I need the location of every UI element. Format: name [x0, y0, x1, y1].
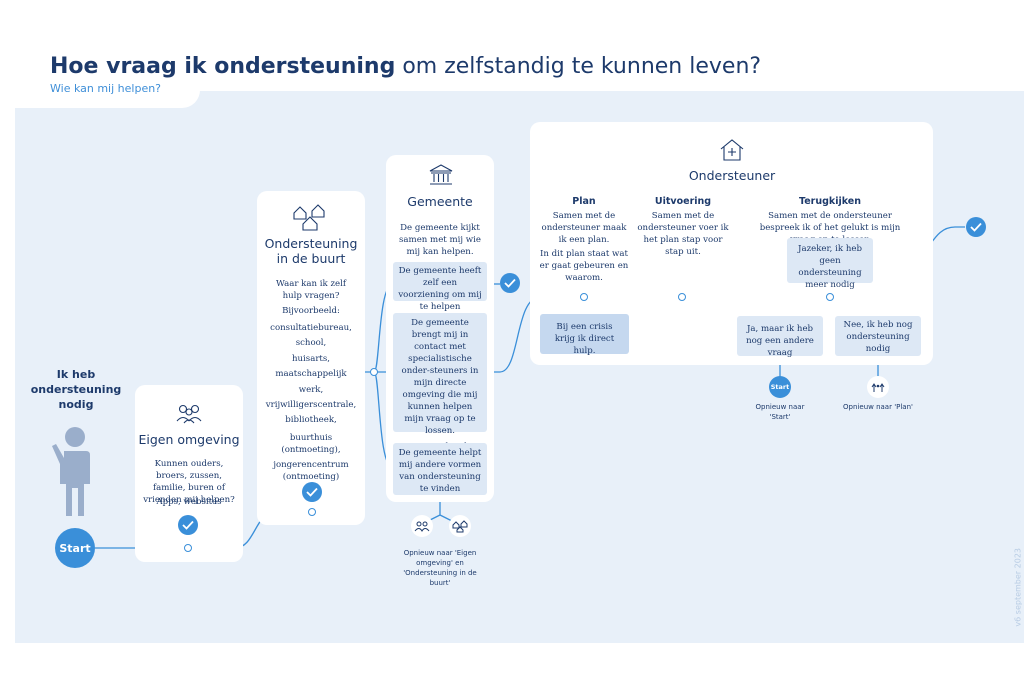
uitvoering-title: Uitvoering [654, 196, 712, 207]
check-icon [302, 482, 322, 502]
flow-node [580, 293, 588, 301]
building-icon [429, 164, 453, 185]
option-text: Jazeker, ik heb geen ondersteuning meer … [798, 244, 862, 290]
buurt-list-item: buurthuis (ontmoeting), [281, 432, 341, 455]
again-plan-caption: Opnieuw naar 'Plan' [843, 403, 913, 411]
houses-icon [449, 515, 471, 537]
flow-node [826, 293, 834, 301]
people-icon [176, 404, 202, 424]
option-nee: Nee, ik heb nog ondersteuning nodig [835, 316, 921, 356]
again-start-caption: Opnieuw naar 'Start' [755, 403, 805, 421]
start-heading: Ik heb ondersteuning nodig [30, 368, 122, 411]
flow-node [678, 293, 686, 301]
check-icon [178, 515, 198, 535]
gemeente-intro: De gemeente kijkt samen met mij wie mij … [399, 223, 481, 257]
gemeente-title: Gemeente [407, 194, 473, 209]
gemeente-option-text: De gemeente heeft zelf een voorziening o… [398, 266, 482, 312]
check-icon [966, 217, 986, 237]
option-text: Bij een crisis krijg ik direct hulp. [554, 322, 615, 356]
plan-title: Plan [572, 196, 596, 207]
buurt-list-item: bibliotheek, [285, 415, 337, 426]
restart-button[interactable]: Start [769, 376, 791, 398]
buurt-list-item: consultatiebureau, [270, 323, 352, 333]
buurt-list: consultatiebureau, school, huisarts, maa… [262, 321, 360, 483]
start-button[interactable]: Start [55, 528, 95, 568]
houses-icon [293, 204, 325, 231]
gemeente-option-andere: De gemeente helpt mij andere vormen van … [393, 443, 487, 495]
plan-text-2: In dit plan staat wat er gaat gebeuren e… [539, 249, 629, 283]
terugkijken-title: Terugkijken [798, 196, 861, 207]
ondersteuner-title: Ondersteuner [688, 168, 776, 183]
buurt-list-item: school, [295, 338, 327, 349]
gemeente-option-voorziening: De gemeente heeft zelf een voorziening o… [393, 262, 487, 312]
person-illustration [52, 427, 90, 516]
buurt-list-item: huisarts, [291, 353, 331, 364]
eigen-omgeving-text: Kunnen ouders, broers, zussen, familie, … [143, 459, 235, 505]
option-crisis: Bij een crisis krijg ik direct hulp. [540, 314, 629, 356]
page-subtitle: Wie kan mij helpen? [50, 82, 162, 95]
card-ondersteuning-buurt [257, 191, 365, 525]
uitvoering-text: Samen met de ondersteuner voer ik het pl… [637, 211, 729, 257]
option-text: Nee, ik heb nog ondersteuning nodig [843, 320, 913, 354]
buurt-list-item: vrijwilligerscentrale, [265, 400, 357, 411]
gemeente-option-text: De gemeente brengt mij in contact met sp… [401, 318, 479, 436]
check-icon [500, 273, 520, 293]
buurt-list-item: maatschappelijk werk, [275, 369, 347, 395]
buurt-list-item: jongerencentrum (ontmoeting) [273, 459, 349, 482]
option-jazeker: Jazeker, ik heb geen ondersteuning meer … [787, 238, 873, 290]
gemeente-option-text: De gemeente helpt mij andere vormen van … [398, 448, 482, 494]
buurt-title: Ondersteuning in de buurt [264, 236, 358, 266]
version-label: v6 september 2023 [1014, 548, 1023, 627]
flow-node [370, 368, 378, 376]
gemeente-back-caption: Opnieuw naar 'Eigen omgeving' en 'Onders… [403, 549, 477, 587]
people-icon [411, 515, 433, 537]
plan-text: Samen met de ondersteuner maak ik een pl… [541, 211, 627, 245]
buurt-question: Waar kan ik zelf hulp vragen? [276, 279, 346, 301]
page-title: Hoe vraag ik ondersteuning om zelfstandi… [50, 54, 762, 79]
option-text: Ja, maar ik heb nog een andere vraag [746, 324, 814, 358]
eigen-omgeving-apps: Apps, websites [156, 497, 222, 507]
flow-node [308, 508, 316, 516]
flow-node [184, 544, 192, 552]
buurt-intro: Bijvoorbeeld: [282, 306, 340, 316]
subtitle-tab [15, 78, 200, 108]
option-ja-maar: Ja, maar ik heb nog een andere vraag [737, 316, 823, 358]
medical-house-icon [720, 139, 744, 161]
plan-icon[interactable] [867, 376, 889, 398]
gemeente-option-specialist: De gemeente brengt mij in contact met sp… [393, 313, 487, 464]
eigen-omgeving-title: Eigen omgeving [138, 432, 240, 447]
